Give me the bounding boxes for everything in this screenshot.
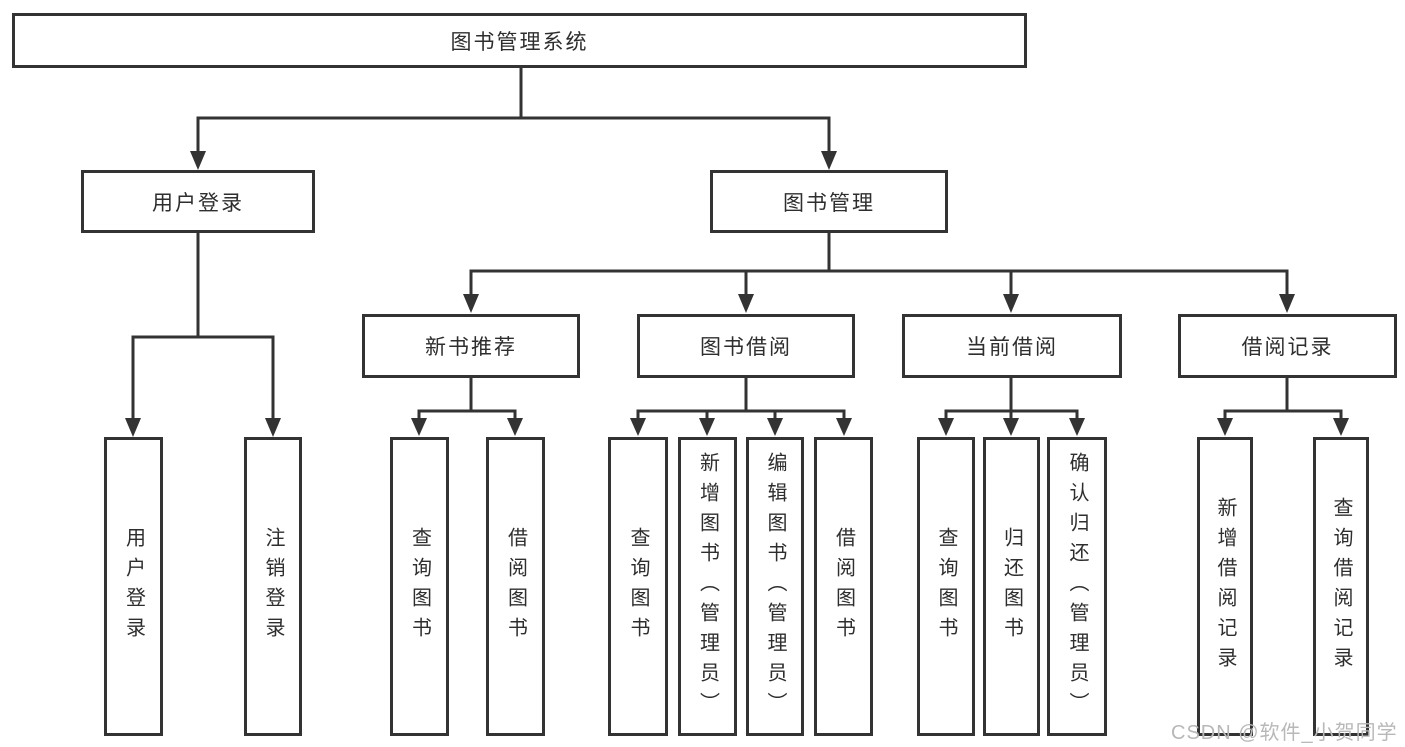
connector-current-borrow	[938, 376, 1085, 436]
connector-new-book-recommend	[411, 376, 523, 436]
leaf-current-return-books: 归还图书	[983, 437, 1040, 736]
arrow-down	[507, 418, 523, 436]
leaf-label: 编辑图书（管理员）	[764, 451, 786, 722]
arrow-down	[699, 418, 715, 436]
leaf-logout: 注销登录	[244, 437, 302, 736]
node-borrow-records: 借阅记录	[1178, 314, 1397, 378]
arrow-down	[821, 151, 837, 170]
leaf-newbook-query-books: 查询图书	[390, 437, 449, 736]
leaf-borrow-edit-books-admin: 编辑图书（管理员）	[746, 437, 804, 736]
leaf-current-query-books: 查询图书	[917, 437, 975, 736]
arrow-down	[767, 418, 783, 436]
leaf-newbook-borrow-books: 借阅图书	[486, 437, 545, 736]
leaf-label: 用户登录	[122, 526, 145, 647]
csdn-watermark: CSDN @软件_小贺同学	[1171, 722, 1398, 744]
node-root: 图书管理系统	[12, 13, 1027, 68]
arrow-down	[1069, 418, 1085, 436]
leaf-borrow-add-books-admin: 新增图书（管理员）	[678, 437, 737, 736]
arrow-down	[190, 151, 206, 170]
arrow-down	[1003, 294, 1019, 313]
connector-user-login	[125, 231, 281, 437]
leaf-label: 借阅图书	[832, 526, 855, 647]
arrow-down	[1003, 418, 1019, 436]
leaf-label: 查询图书	[935, 526, 957, 647]
arrow-down	[411, 418, 427, 436]
arrow-down	[125, 418, 141, 437]
arrow-down	[265, 418, 281, 437]
leaf-label: 查询图书	[627, 526, 649, 647]
leaf-label: 借阅图书	[504, 526, 527, 647]
leaf-label: 查询图书	[408, 526, 431, 647]
connector-borrow-records	[1217, 376, 1349, 436]
arrow-down	[836, 418, 852, 436]
node-new-book-recommend: 新书推荐	[362, 314, 580, 378]
leaf-label: 新增图书（管理员）	[696, 451, 719, 722]
node-book-management: 图书管理	[710, 170, 948, 233]
leaf-label: 归还图书	[1000, 526, 1023, 647]
arrow-down	[1279, 294, 1295, 313]
leaf-borrow-query-books: 查询图书	[608, 437, 668, 736]
leaf-label: 新增借阅记录	[1214, 496, 1236, 677]
leaf-user-login: 用户登录	[104, 437, 163, 736]
leaf-borrow-borrow-books: 借阅图书	[814, 437, 873, 736]
arrow-down	[1217, 418, 1233, 436]
node-book-borrow: 图书借阅	[637, 314, 855, 378]
arrow-down	[630, 418, 646, 436]
leaf-label: 查询借阅记录	[1330, 496, 1352, 677]
connector-root	[190, 66, 837, 170]
leaf-label: 注销登录	[262, 526, 284, 647]
arrow-down	[463, 294, 479, 313]
leaf-records-add-record: 新增借阅记录	[1197, 437, 1253, 736]
leaf-label: 确认归还（管理员）	[1066, 451, 1088, 722]
arrow-down	[1333, 418, 1349, 436]
arrow-down	[938, 418, 954, 436]
arrow-down	[738, 294, 754, 313]
leaf-records-query-record: 查询借阅记录	[1313, 437, 1369, 736]
connector-book-management	[463, 231, 1295, 313]
node-user-login: 用户登录	[81, 170, 315, 233]
leaf-current-confirm-return-admin: 确认归还（管理员）	[1047, 437, 1107, 736]
connector-book-borrow	[630, 376, 852, 436]
node-current-borrow: 当前借阅	[902, 314, 1122, 378]
